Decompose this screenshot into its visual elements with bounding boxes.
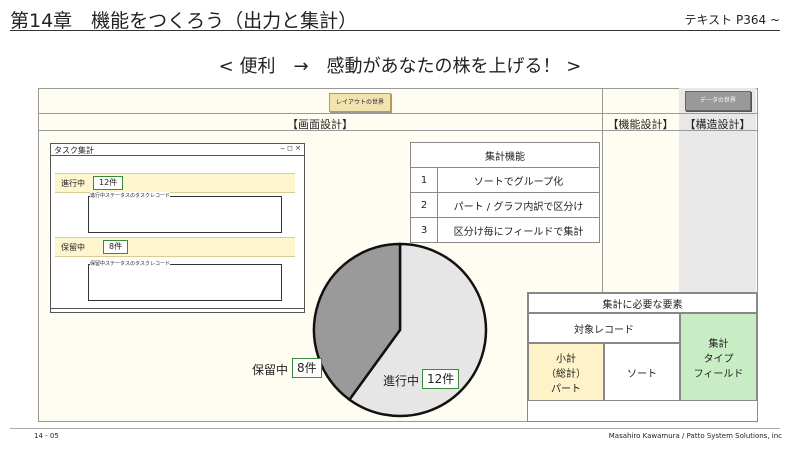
group-hold-row: 保留中 8件 bbox=[55, 237, 295, 257]
row-number: 2 bbox=[410, 192, 438, 218]
pie-hold-count: 8件 bbox=[292, 358, 322, 378]
record-box bbox=[88, 196, 282, 233]
requirements-header: 集計に必要な要素 bbox=[528, 293, 757, 313]
mech-design-label: 【機能設計】 bbox=[607, 118, 674, 131]
page-title: 第14章 機能をつくろう（出力と集計） bbox=[10, 10, 358, 32]
title-divider bbox=[10, 30, 780, 31]
footer-divider bbox=[10, 428, 780, 429]
pie-slice-1 bbox=[312, 242, 402, 402]
subtotal-cell: 小計 （総計） パート bbox=[528, 343, 604, 401]
group-label: 進行中 bbox=[61, 179, 85, 188]
subtitle: < 便利 → 感動があなたの株を上げる！ > bbox=[218, 56, 582, 77]
page-number: 14 - 05 bbox=[34, 432, 59, 440]
pie-progress-label: 進行中 bbox=[383, 374, 420, 388]
divider bbox=[38, 130, 757, 131]
task-summary-window: タスク集計 ‒ ◻ × 進行中 12件 進行中ステータスのタスクレコード 保留中… bbox=[50, 143, 305, 313]
sort-cell: ソート bbox=[604, 343, 680, 401]
divider bbox=[38, 113, 757, 114]
text-reference: テキスト P364 ~ bbox=[684, 13, 780, 27]
row-number: 3 bbox=[410, 217, 438, 243]
group-progress-row: 進行中 12件 bbox=[55, 173, 295, 193]
function-table-header: 集計機能 bbox=[410, 142, 600, 168]
count-badge: 8件 bbox=[103, 240, 129, 254]
divider bbox=[51, 308, 304, 309]
row-text: ソートでグループ化 bbox=[437, 167, 600, 193]
row-text: パート / グラフ内訳で区分け bbox=[437, 192, 600, 218]
requirements-table: 集計に必要な要素 対象レコード 小計 （総計） パート ソート 集計 タイプ フ… bbox=[527, 292, 758, 422]
window-title: タスク集計 bbox=[54, 146, 94, 155]
window-controls[interactable]: ‒ ◻ × bbox=[280, 144, 301, 152]
divider bbox=[51, 155, 304, 156]
screen-design-label: 【画面設計】 bbox=[287, 118, 353, 131]
record-box-label: 保留中ステータスのタスクレコード bbox=[90, 260, 171, 267]
count-badge: 12件 bbox=[93, 176, 124, 190]
target-records-cell: 対象レコード bbox=[528, 313, 680, 343]
struct-design-label: 【構造設計】 bbox=[684, 118, 751, 131]
row-number: 1 bbox=[410, 167, 438, 193]
aggregate-cell: 集計 タイプ フィールド bbox=[680, 313, 757, 401]
credit: Masahiro Kawamura / Patto System Solutio… bbox=[608, 432, 782, 440]
layout-world-button[interactable]: レイアウトの世界 bbox=[329, 93, 391, 112]
record-box-label: 進行中ステータスのタスクレコード bbox=[90, 192, 171, 199]
pie-hold-label: 保留中 bbox=[252, 363, 289, 377]
group-label: 保留中 bbox=[61, 243, 85, 252]
row-text: 区分け毎にフィールドで集計 bbox=[437, 217, 600, 243]
data-world-button[interactable]: データの世界 bbox=[685, 91, 751, 111]
status-pie-chart bbox=[312, 242, 488, 418]
pie-progress-count: 12件 bbox=[422, 369, 460, 389]
record-box bbox=[88, 264, 282, 301]
